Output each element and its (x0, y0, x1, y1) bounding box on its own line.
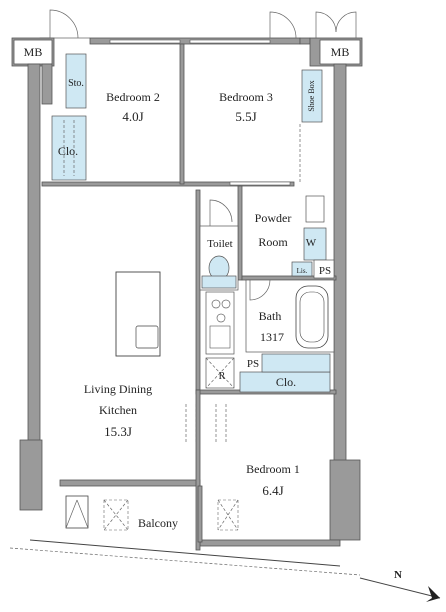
label-bedroom3-name: Bedroom 3 (219, 90, 273, 104)
label-powder-room-l1: Powder (255, 211, 292, 225)
label-ps-upper: PS (319, 265, 331, 277)
label-balcony: Balcony (138, 516, 178, 530)
label-ldk-l1: Living Dining (84, 382, 152, 396)
label-mb-left: MB (24, 45, 43, 59)
label-refrigerator: R (219, 371, 226, 382)
north-arrow (359, 577, 441, 602)
label-storage: Sto. (68, 78, 84, 89)
exterior-doors (49, 9, 357, 39)
label-closet-left: Clo. (58, 144, 78, 158)
label-ps-lower: PS (247, 358, 259, 370)
shoe-box-unit (301, 69, 323, 123)
label-ldk-l2: Kitchen (99, 403, 137, 417)
label-washer: W (306, 237, 317, 249)
label-mb-right: MB (331, 45, 350, 59)
label-bath-name: Bath (259, 309, 282, 323)
powder-counter (305, 195, 325, 223)
storage-unit (65, 53, 87, 109)
label-toilet: Toilet (207, 238, 233, 250)
label-bedroom2-name: Bedroom 2 (106, 90, 160, 104)
label-linen: Lis. (297, 267, 308, 275)
label-shoe-box: Shoe Box (307, 80, 316, 111)
label-bedroom1-name: Bedroom 1 (246, 462, 300, 476)
exterior-walls (11, 37, 363, 551)
label-bedroom3-size: 5.5J (235, 109, 256, 124)
label-bedroom2-size: 4.0J (122, 109, 143, 124)
label-ldk-size: 15.3J (104, 424, 132, 439)
balcony-fixtures (9, 495, 361, 576)
closet-left-unit (51, 115, 87, 181)
label-bedroom1-size: 6.4J (262, 483, 283, 498)
label-north: N (394, 569, 402, 581)
label-bath-size: 1317 (260, 330, 284, 344)
label-powder-room-l2: Room (258, 235, 288, 249)
label-closet-right: Clo. (276, 375, 296, 389)
windows (109, 39, 291, 186)
